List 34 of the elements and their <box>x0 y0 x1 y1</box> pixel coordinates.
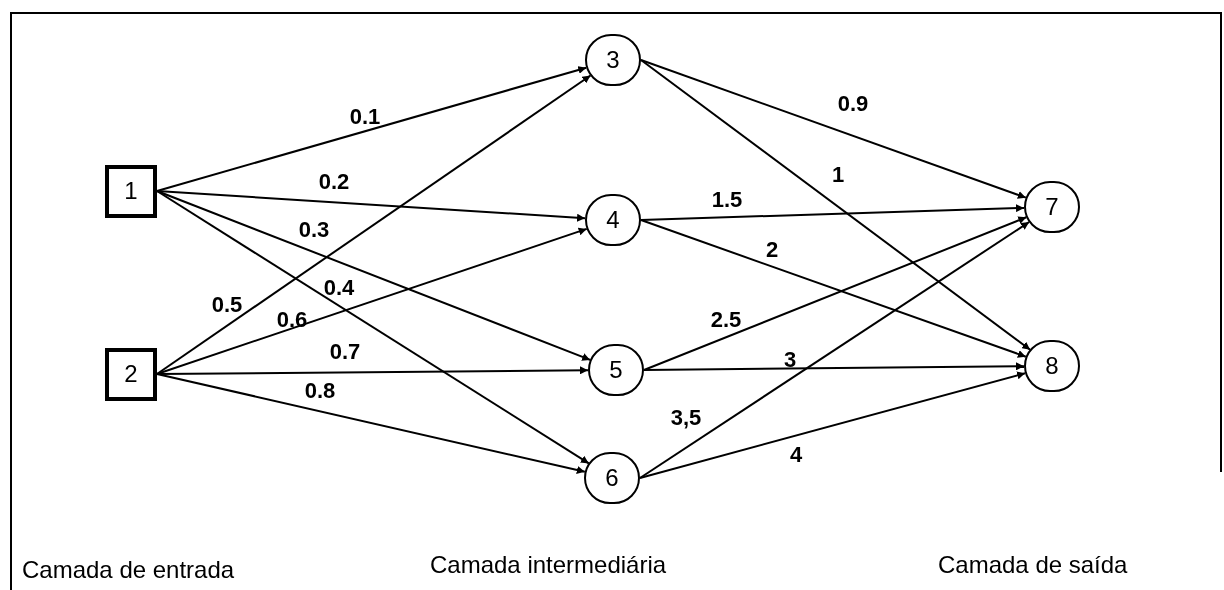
neuron-node: 4 <box>585 194 641 246</box>
edge-label: 1.5 <box>711 189 743 211</box>
edge-label: 1 <box>831 164 845 186</box>
neuron-node: 8 <box>1024 340 1080 392</box>
input-node: 1 <box>105 164 157 218</box>
layer-label: Camada intermediária <box>430 553 667 577</box>
edge-label: 0.2 <box>318 171 350 193</box>
layer-label: Camada de saída <box>938 553 1128 577</box>
edge-label: 0.7 <box>329 341 361 363</box>
edge-label: 4 <box>789 444 803 466</box>
edge-label: 2.5 <box>710 309 742 331</box>
arrow <box>156 373 586 474</box>
arrow <box>156 190 590 465</box>
neuron-node: 5 <box>588 344 644 396</box>
edge-label: 0.6 <box>276 309 308 331</box>
arrow <box>156 74 592 375</box>
layer-label: Camada de entrada <box>22 558 235 582</box>
arrow <box>639 221 1031 479</box>
neuron-node: 3 <box>585 34 641 86</box>
edge-label: 0.8 <box>304 380 336 402</box>
edge-label: 0.3 <box>298 219 330 241</box>
arrow <box>640 204 1025 221</box>
input-node: 2 <box>105 347 157 401</box>
edge-label: 0.5 <box>211 294 243 316</box>
edge-label: 0.4 <box>323 277 355 299</box>
edge-label: 3 <box>783 349 797 371</box>
arrow <box>640 59 1032 351</box>
neuron-node: 7 <box>1024 181 1080 233</box>
neuron-node: 6 <box>584 452 640 504</box>
edge-label: 2 <box>765 239 779 261</box>
edge-label: 3,5 <box>670 407 702 429</box>
edge-label: 0.1 <box>349 106 381 128</box>
arrow <box>643 362 1025 371</box>
edge-label: 0.9 <box>837 93 869 115</box>
